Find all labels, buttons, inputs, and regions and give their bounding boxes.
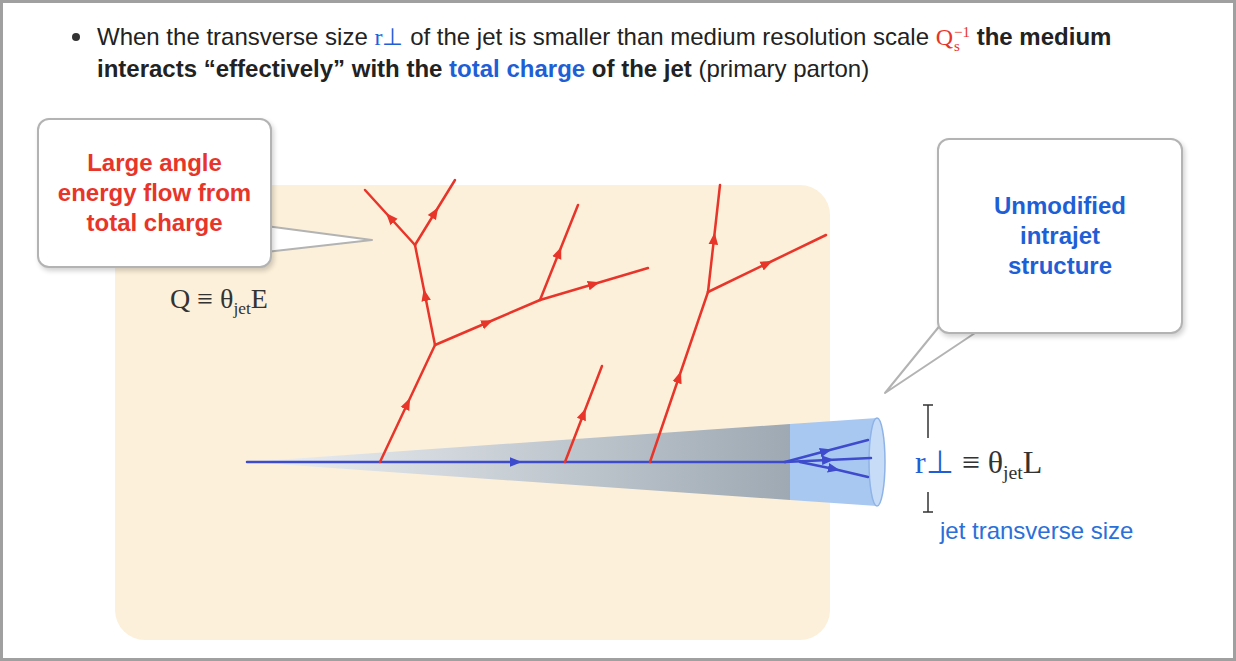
bracket-bottom [923, 492, 933, 512]
formula-subscript: jet [1003, 461, 1023, 483]
jet-end [790, 418, 877, 506]
math-scale: Q−1s [936, 23, 970, 50]
sentence-part: of the jet is smaller than medium resolu… [410, 23, 929, 50]
formula-part: L [1023, 444, 1043, 480]
size-caption: jet transverse size [940, 517, 1133, 545]
math-subscript: s [954, 39, 970, 53]
math-superscript: −1 [954, 25, 970, 39]
virtuality-label: Q ≡ θjetE [170, 283, 268, 315]
formula-part: Q ≡ θ [170, 283, 233, 314]
callout-content: Large angle energy flow from total charg… [55, 148, 254, 238]
callout-text: Unmodified intrajet structure [967, 191, 1153, 281]
gluon-line [540, 268, 648, 300]
sentence-part: (primary parton) [698, 55, 869, 82]
gluon-line [565, 366, 602, 462]
formula-part: r⊥ [915, 444, 954, 480]
callout-content: Unmodified intrajet structure [967, 191, 1153, 281]
jet-cone [247, 424, 790, 500]
sentence-part: the [406, 55, 442, 82]
gluon-line [708, 185, 720, 292]
callout-text: Large angle energy flow from total charg… [55, 148, 254, 238]
math-symbol: r⊥ [374, 24, 403, 50]
jet-end-cap [869, 418, 885, 506]
sentence-part: of the jet [592, 55, 692, 82]
bracket-top [923, 405, 933, 438]
formula-part: E [251, 283, 268, 314]
highlight-term: total charge [449, 55, 585, 82]
callout-box: Unmodified intrajet structure [937, 138, 1183, 334]
caption-text: jet transverse size [940, 517, 1133, 544]
bullet-text: When the transverse size r⊥ of the jet i… [97, 21, 1157, 84]
math-symbol: Q [936, 24, 953, 50]
bullet-dot [72, 33, 80, 41]
gluon-line [540, 205, 578, 300]
medium-induced-radiation [365, 180, 826, 462]
gluon-line [650, 292, 708, 462]
size-formula: r⊥ ≡ θjetL [915, 443, 1042, 481]
formula-part: ≡ θ [962, 444, 1003, 480]
parton-branch [800, 462, 868, 477]
parton-branch [785, 458, 871, 462]
primary-parton [247, 440, 871, 477]
gluon-line [708, 235, 826, 292]
callout-tail [266, 226, 372, 252]
gluon-line [365, 190, 415, 245]
parton-line [247, 461, 785, 464]
gluon-line [380, 345, 435, 462]
callout-box: Large angle energy flow from total charg… [37, 118, 272, 268]
math-indices: −1s [954, 25, 970, 53]
formula-subscript: jet [233, 299, 250, 318]
gluon-line [415, 180, 455, 245]
gluon-line [435, 300, 540, 345]
gluon-line [415, 245, 435, 345]
sentence-part: When the transverse size [97, 23, 368, 50]
